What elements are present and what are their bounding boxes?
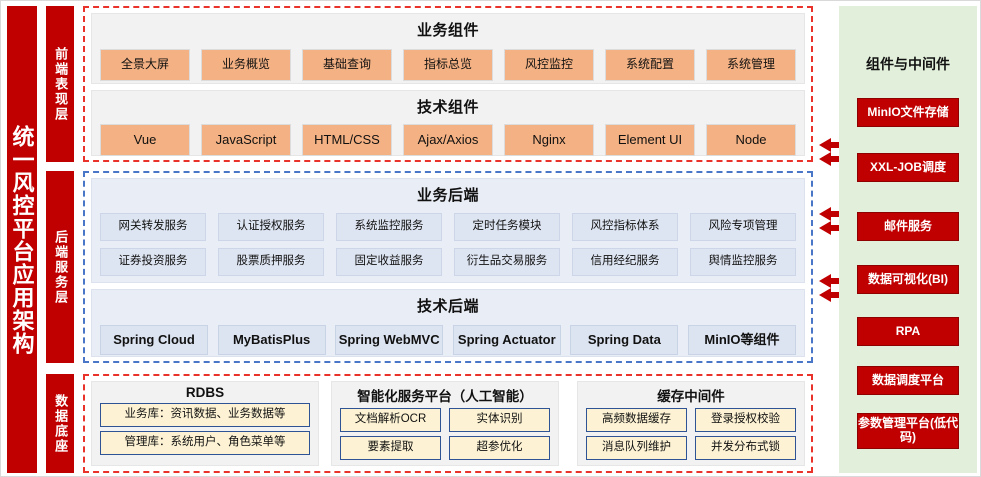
chip-tech-backend[interactable]: Spring Cloud bbox=[100, 325, 208, 355]
chip-business-backend[interactable]: 证券投资服务 bbox=[100, 248, 206, 276]
chip-business-backend[interactable]: 网关转发服务 bbox=[100, 213, 206, 241]
chip-business-component[interactable]: 全景大屏 bbox=[100, 49, 190, 81]
business-components-title: 业务组件 bbox=[416, 22, 479, 39]
chip-data-item[interactable]: 业务库：资讯数据、业务数据等 bbox=[100, 403, 310, 427]
tech-components-group: 技术组件 Vue JavaScript HTML/CSS Ajax/Axios … bbox=[91, 90, 805, 156]
chip-business-backend[interactable]: 固定收益服务 bbox=[336, 248, 442, 276]
frontend-layer-container: 业务组件 全景大屏 业务概览 基础查询 指标总览 风控监控 系统配置 系统管理 … bbox=[83, 6, 813, 162]
chip-business-backend[interactable]: 认证授权服务 bbox=[218, 213, 324, 241]
middleware-box-minio[interactable]: MinIO文件存储 bbox=[857, 98, 959, 127]
chip-tech-backend[interactable]: Spring Data bbox=[570, 325, 679, 355]
chip-business-component[interactable]: 业务概览 bbox=[201, 49, 291, 81]
middleware-box-scheduler[interactable]: 数据调度平台 bbox=[857, 366, 959, 395]
data-panel-rdbs: RDBS 业务库：资讯数据、业务数据等 管理库：系统用户、角色菜单等 bbox=[91, 381, 319, 466]
chip-data-item[interactable]: 并发分布式锁 bbox=[695, 436, 796, 460]
data-panel-ai: 智能化服务平台（人工智能） 文档解析OCR 实体识别 要素提取 超参优化 bbox=[331, 381, 559, 466]
layer-label-data: 数据底座 bbox=[46, 374, 74, 473]
business-components-group: 业务组件 全景大屏 业务概览 基础查询 指标总览 风控监控 系统配置 系统管理 bbox=[91, 13, 805, 84]
chip-business-backend[interactable]: 风险专项管理 bbox=[690, 213, 796, 241]
components-middleware-panel: 组件与中间件 MinIO文件存储 XXL-JOB调度 邮件服务 数据可视化(BI… bbox=[839, 6, 977, 473]
business-backend-group: 业务后端 网关转发服务 认证授权服务 系统监控服务 定时任务模块 风控指标体系 … bbox=[91, 178, 805, 283]
data-panel-cache: 缓存中间件 高频数据缓存 登录授权校验 消息队列维护 并发分布式锁 bbox=[577, 381, 805, 466]
chip-tech-backend[interactable]: Spring Actuator bbox=[452, 325, 561, 355]
data-panel-title: 缓存中间件 bbox=[657, 389, 725, 404]
chip-business-backend[interactable]: 股票质押服务 bbox=[218, 248, 324, 276]
chip-business-backend[interactable]: 信用经纪服务 bbox=[572, 248, 678, 276]
chip-business-component[interactable]: 系统管理 bbox=[706, 49, 796, 81]
layer-label-backend: 后端服务层 bbox=[46, 171, 74, 363]
chip-tech-component[interactable]: Nginx bbox=[504, 124, 594, 156]
chip-data-item[interactable]: 消息队列维护 bbox=[586, 436, 687, 460]
layer-label-frontend: 前端表现层 bbox=[46, 6, 74, 162]
main-title: 统一风控平台应用架构 bbox=[7, 6, 37, 473]
chip-tech-component[interactable]: Element UI bbox=[605, 124, 695, 156]
chip-data-item[interactable]: 管理库：系统用户、角色菜单等 bbox=[100, 431, 310, 455]
chip-business-backend[interactable]: 风控指标体系 bbox=[572, 213, 678, 241]
chip-business-component[interactable]: 风控监控 bbox=[504, 49, 594, 81]
data-foundation-layer-container: RDBS 业务库：资讯数据、业务数据等 管理库：系统用户、角色菜单等 智能化服务… bbox=[83, 374, 813, 473]
chip-tech-backend[interactable]: Spring WebMVC bbox=[335, 325, 444, 355]
chip-tech-backend[interactable]: MinIO等组件 bbox=[687, 325, 796, 355]
chip-business-component[interactable]: 系统配置 bbox=[605, 49, 695, 81]
chip-tech-component[interactable]: HTML/CSS bbox=[302, 124, 392, 156]
data-panel-title: 智能化服务平台（人工智能） bbox=[357, 389, 533, 404]
chip-tech-component[interactable]: Node bbox=[706, 124, 796, 156]
chip-business-backend[interactable]: 定时任务模块 bbox=[454, 213, 560, 241]
middleware-box-param[interactable]: 参数管理平台(低代码) bbox=[857, 413, 959, 449]
middleware-box-rpa[interactable]: RPA bbox=[857, 317, 959, 346]
backend-layer-container: 业务后端 网关转发服务 认证授权服务 系统监控服务 定时任务模块 风控指标体系 … bbox=[83, 171, 813, 363]
chip-tech-component[interactable]: Ajax/Axios bbox=[403, 124, 493, 156]
chip-business-backend[interactable]: 系统监控服务 bbox=[336, 213, 442, 241]
middleware-box-xxljob[interactable]: XXL-JOB调度 bbox=[857, 153, 959, 182]
tech-backend-group: 技术后端 Spring Cloud MyBatisPlus Spring Web… bbox=[91, 289, 805, 357]
chip-data-item[interactable]: 高频数据缓存 bbox=[586, 408, 687, 432]
tech-components-title: 技术组件 bbox=[416, 99, 479, 116]
chip-business-backend[interactable]: 舆情监控服务 bbox=[690, 248, 796, 276]
middleware-box-mail[interactable]: 邮件服务 bbox=[857, 212, 959, 241]
chip-business-component[interactable]: 基础查询 bbox=[302, 49, 392, 81]
chip-data-item[interactable]: 超参优化 bbox=[449, 436, 550, 460]
chip-business-component[interactable]: 指标总览 bbox=[403, 49, 493, 81]
chip-tech-component[interactable]: JavaScript bbox=[201, 124, 291, 156]
chip-data-item[interactable]: 要素提取 bbox=[340, 436, 441, 460]
chip-data-item[interactable]: 文档解析OCR bbox=[340, 408, 441, 432]
business-backend-title: 业务后端 bbox=[416, 187, 479, 204]
middleware-box-bi[interactable]: 数据可视化(BI) bbox=[857, 265, 959, 294]
chip-tech-component[interactable]: Vue bbox=[100, 124, 190, 156]
chip-data-item[interactable]: 登录授权校验 bbox=[695, 408, 796, 432]
data-panel-title: RDBS bbox=[185, 385, 225, 400]
tech-backend-title: 技术后端 bbox=[416, 298, 479, 315]
chip-data-item[interactable]: 实体识别 bbox=[449, 408, 550, 432]
components-middleware-title: 组件与中间件 bbox=[866, 56, 950, 72]
chip-tech-backend[interactable]: MyBatisPlus bbox=[217, 325, 326, 355]
chip-business-backend[interactable]: 衍生品交易服务 bbox=[454, 248, 560, 276]
